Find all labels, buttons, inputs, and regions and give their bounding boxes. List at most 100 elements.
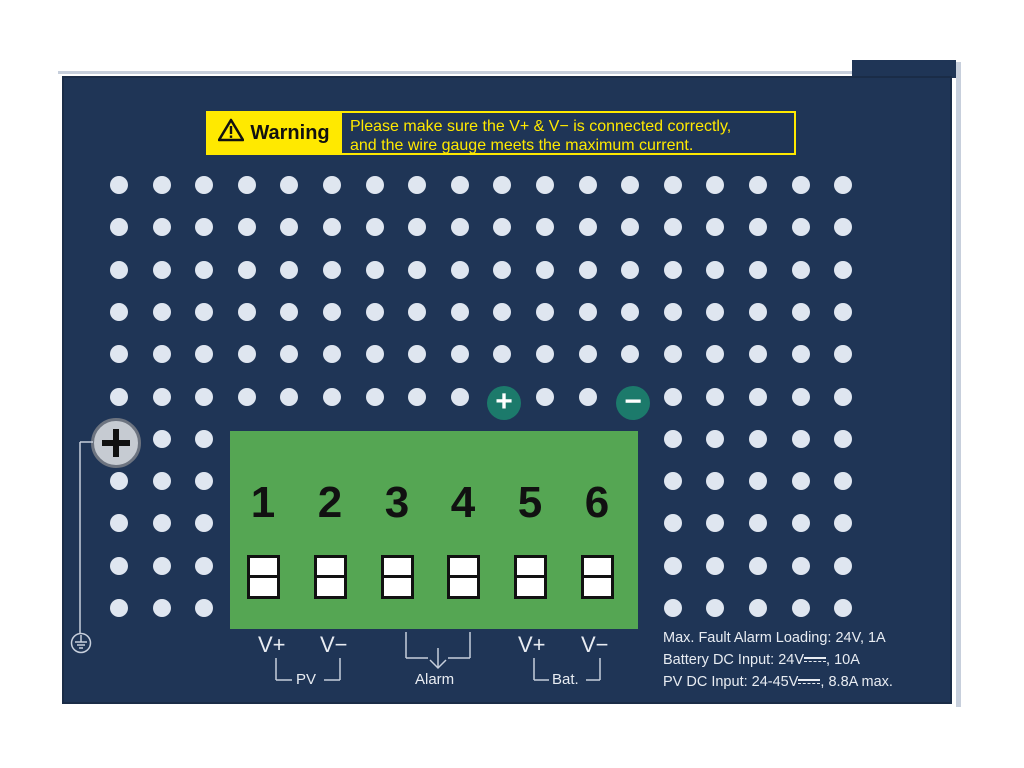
vent-hole — [195, 218, 214, 237]
vent-hole — [195, 472, 214, 491]
vent-hole — [365, 218, 384, 237]
vent-hole — [408, 345, 427, 364]
vent-hole — [152, 556, 171, 575]
vent-hole — [195, 302, 214, 321]
vent-hole — [450, 345, 469, 364]
ground-screw-icon — [91, 418, 141, 468]
vent-hole — [663, 387, 682, 406]
vent-hole — [152, 429, 171, 448]
vent-hole — [408, 176, 427, 194]
vent-hole — [152, 345, 171, 364]
vent-hole — [195, 514, 214, 533]
vent-hole — [834, 514, 853, 533]
vent-hole — [706, 218, 725, 237]
vent-hole — [706, 387, 725, 406]
vent-hole — [791, 556, 810, 575]
vent-hole — [749, 345, 767, 364]
terminal-number-6: 6 — [584, 478, 610, 527]
terminal-number-3: 3 — [384, 478, 410, 527]
vent-hole — [663, 176, 682, 194]
warning-heading: Warning — [206, 111, 342, 155]
vent-hole — [749, 599, 767, 617]
vent-hole — [791, 218, 810, 237]
vent-hole — [663, 260, 682, 279]
panel-tab — [852, 60, 956, 78]
bat-minus-label: V− — [581, 632, 609, 657]
vent-hole — [323, 260, 341, 279]
vent-hole — [663, 345, 682, 364]
terminal-slot-3[interactable] — [381, 555, 414, 599]
vent-hole — [578, 302, 597, 321]
vent-hole — [706, 302, 725, 321]
negative-pole-marker: − — [616, 386, 650, 420]
vent-hole — [834, 345, 853, 364]
vent-hole — [791, 387, 810, 406]
vent-hole — [408, 218, 427, 237]
vent-hole — [110, 387, 128, 406]
vent-hole — [110, 260, 128, 279]
vent-hole — [749, 218, 767, 237]
vent-hole — [493, 218, 512, 237]
vent-hole — [493, 345, 512, 364]
panel-outline-top — [58, 71, 958, 74]
vent-hole — [450, 387, 469, 406]
terminal-number-1: 1 — [250, 478, 276, 527]
warning-message: Please make sure the V+ & V− is connecte… — [342, 113, 794, 154]
pv-minus-label: V− — [320, 632, 348, 657]
vent-hole — [280, 345, 299, 364]
vent-hole — [621, 302, 640, 321]
vent-hole — [450, 176, 469, 194]
warning-line-1: Please make sure the V+ & V− is connecte… — [350, 118, 732, 135]
vent-hole — [493, 260, 512, 279]
vent-hole — [408, 387, 427, 406]
vent-hole — [791, 472, 810, 491]
terminal-slot-5[interactable] — [514, 555, 547, 599]
vent-hole — [663, 218, 682, 237]
vent-hole — [152, 599, 171, 617]
spec-battery-input: Battery DC Input: 24V, 10A — [663, 652, 860, 668]
vent-hole — [280, 218, 299, 237]
vent-hole — [536, 302, 554, 321]
terminal-slot-1[interactable] — [247, 555, 280, 599]
vent-hole — [749, 260, 767, 279]
vent-hole — [280, 387, 299, 406]
vent-hole — [365, 345, 384, 364]
vent-hole — [323, 302, 341, 321]
vent-hole — [706, 345, 725, 364]
warning-line-2: and the wire gauge meets the maximum cur… — [350, 137, 694, 154]
vent-hole — [536, 345, 554, 364]
vent-hole — [536, 387, 554, 406]
vent-hole — [834, 218, 853, 237]
vent-hole — [749, 556, 767, 575]
terminal-slot-6[interactable] — [581, 555, 614, 599]
vent-hole — [834, 599, 853, 617]
vent-hole — [663, 599, 682, 617]
vent-hole — [834, 472, 853, 491]
terminal-number-5: 5 — [517, 478, 543, 527]
vent-hole — [237, 345, 256, 364]
vent-hole — [749, 176, 767, 194]
vent-hole — [621, 260, 640, 279]
vent-hole — [706, 176, 725, 194]
vent-hole — [195, 260, 214, 279]
vent-hole — [110, 514, 128, 533]
vent-hole — [195, 429, 214, 448]
terminal-slot-2[interactable] — [314, 555, 347, 599]
vent-hole — [408, 260, 427, 279]
vent-hole — [280, 302, 299, 321]
vent-hole — [323, 218, 341, 237]
vent-hole — [706, 429, 725, 448]
vent-hole — [408, 302, 427, 321]
vent-hole — [578, 345, 597, 364]
vent-hole — [663, 472, 682, 491]
vent-hole — [749, 472, 767, 491]
vent-hole — [578, 176, 597, 194]
vent-hole — [195, 599, 214, 617]
vent-hole — [152, 472, 171, 491]
vent-hole — [152, 218, 171, 237]
vent-hole — [450, 218, 469, 237]
vent-hole — [663, 556, 682, 575]
terminal-slot-4[interactable] — [447, 555, 480, 599]
vent-hole — [663, 429, 682, 448]
